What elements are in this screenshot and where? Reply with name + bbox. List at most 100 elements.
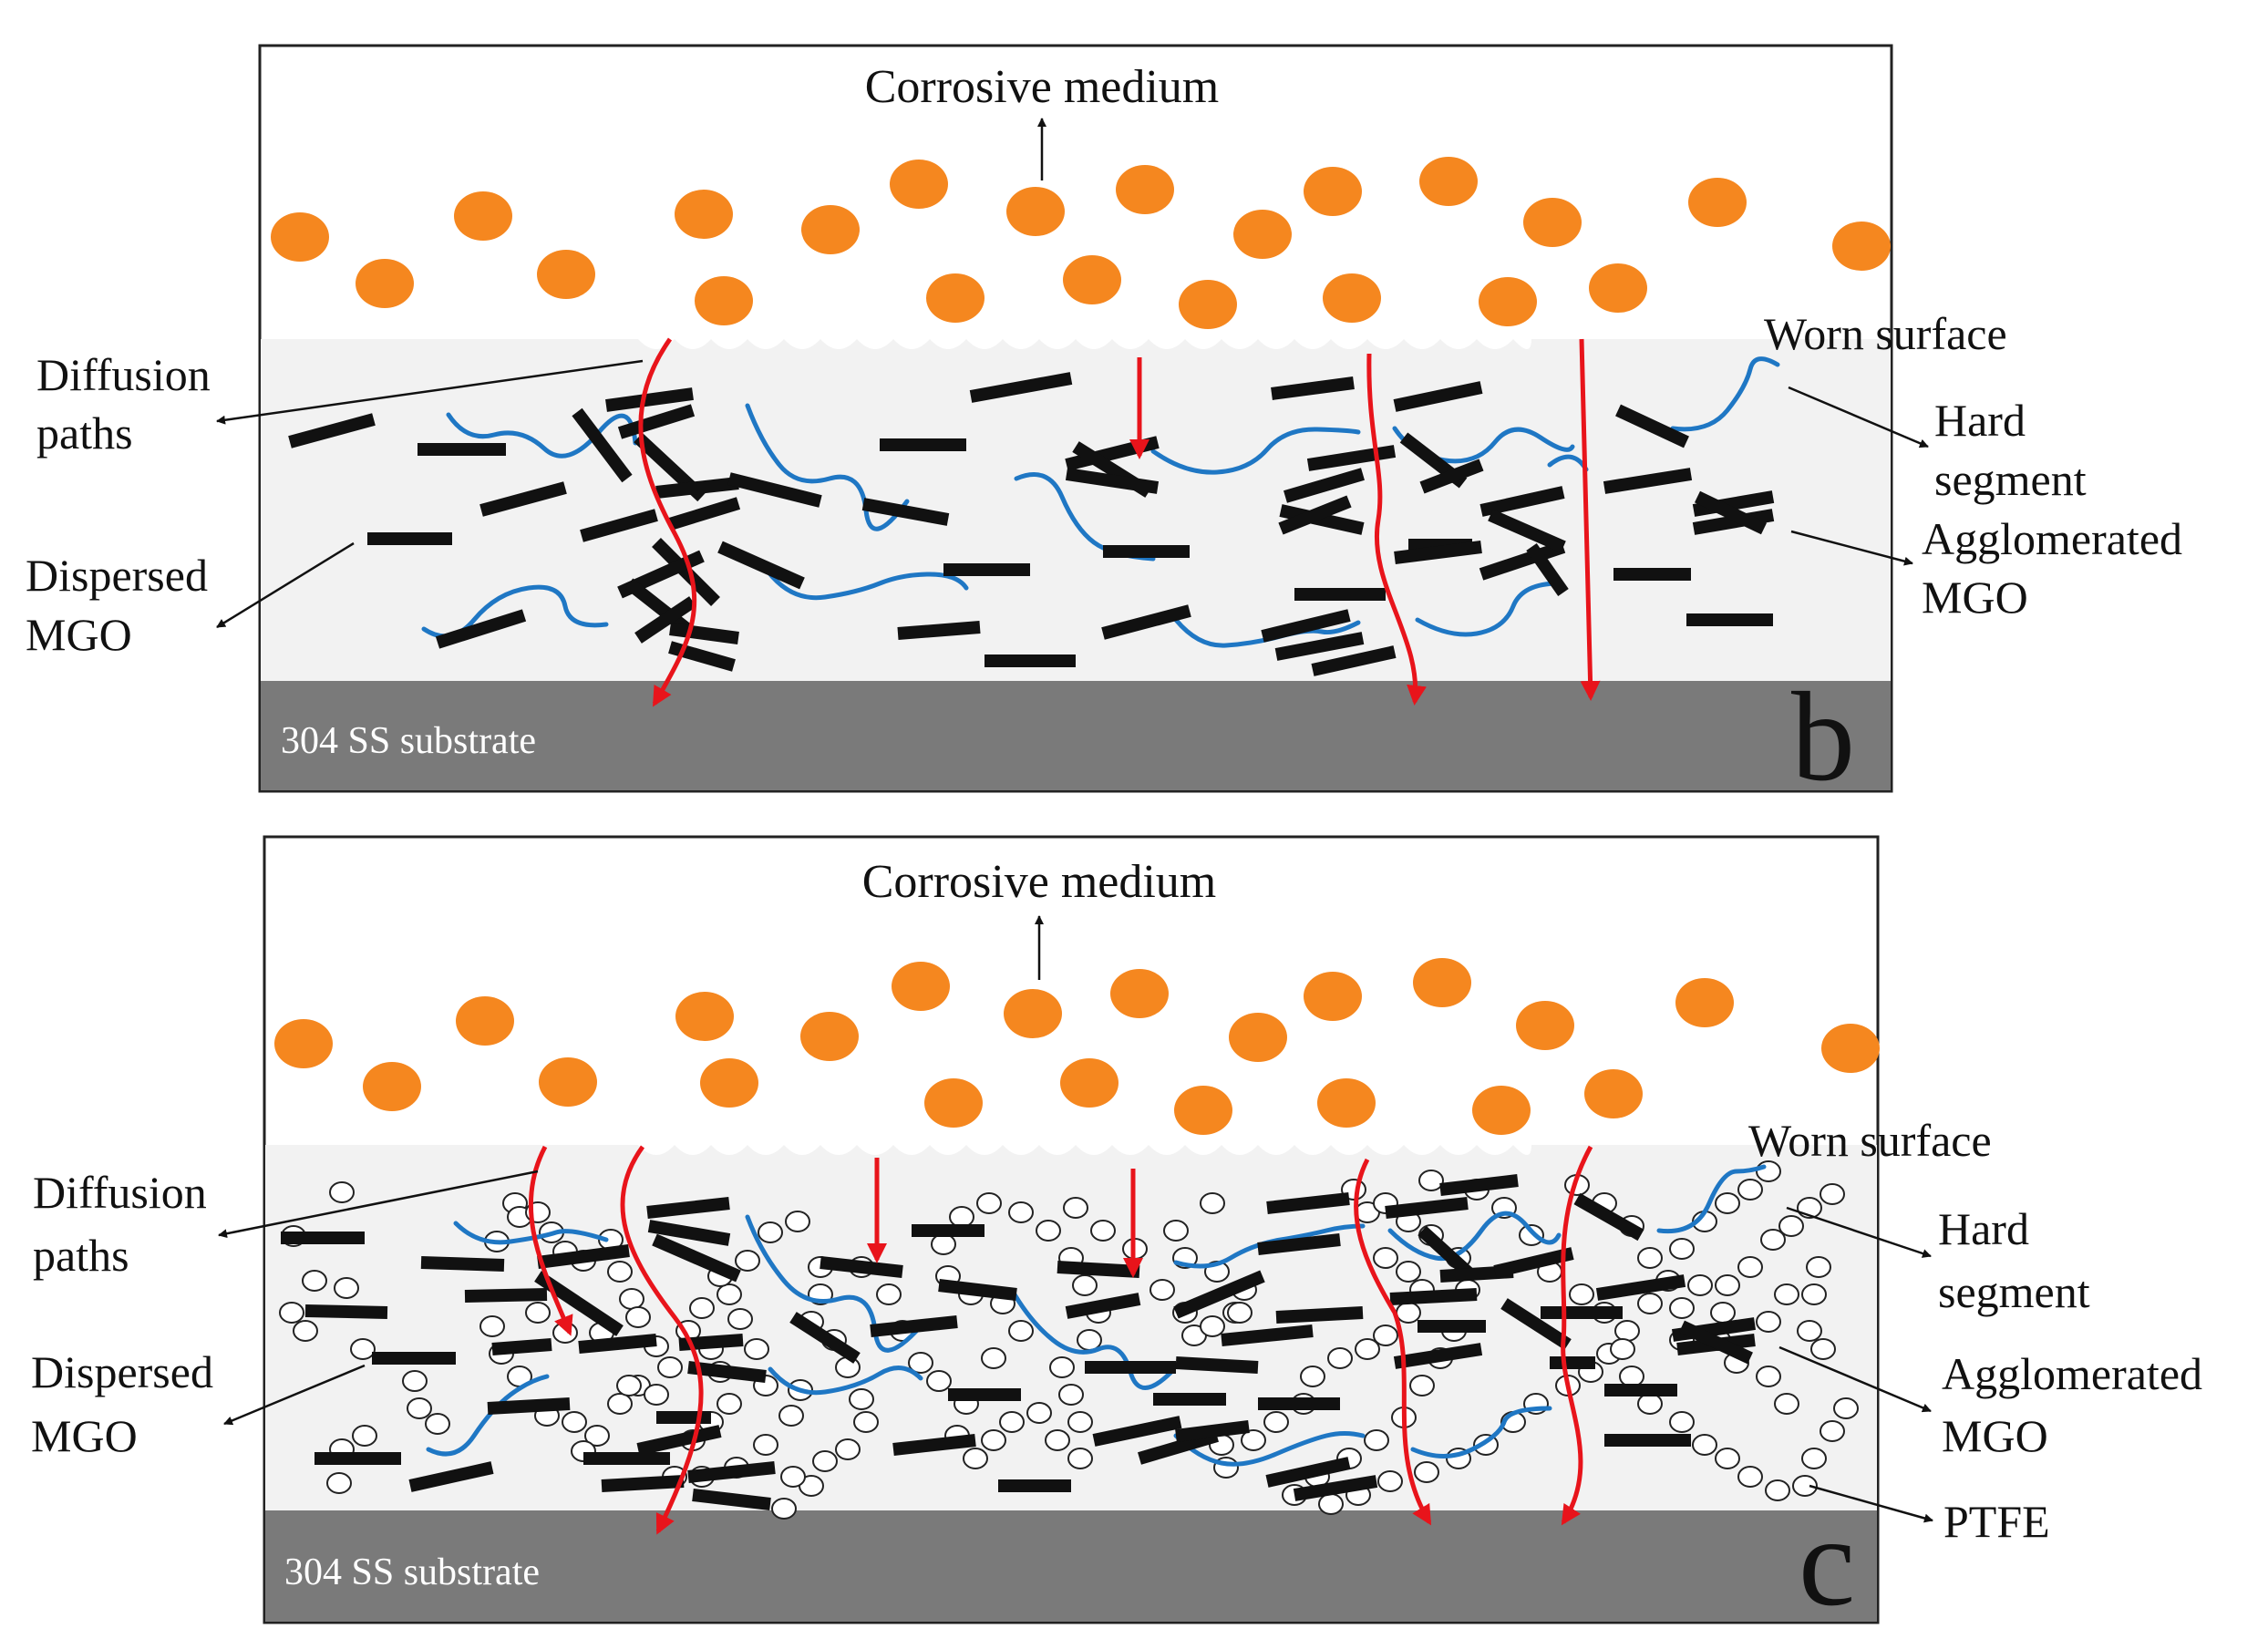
ptfe-particle	[1263, 1411, 1289, 1433]
panel-c-dispersed-pointer	[223, 1364, 366, 1426]
diffusion-path	[1354, 1158, 1432, 1526]
mgo-platelet	[1479, 541, 1566, 581]
mgo-platelet	[1526, 542, 1569, 597]
mgo-platelet	[1278, 495, 1352, 535]
ptfe-particle	[716, 1283, 742, 1305]
mgo-platelet	[408, 1461, 494, 1492]
ptfe-particle	[753, 1434, 778, 1456]
ptfe-particle	[949, 1206, 974, 1228]
corrosive-particle	[1523, 198, 1582, 247]
ptfe-particle	[1067, 1448, 1093, 1469]
panel-b-dispersed-pointer	[216, 541, 355, 629]
corrosive-particle	[892, 962, 950, 1011]
corrosive-particle	[1419, 157, 1478, 206]
ptfe-particle	[1833, 1397, 1859, 1419]
mgo-platelet	[435, 609, 527, 649]
ptfe-particle	[1737, 1179, 1763, 1201]
ptfe-particle	[329, 1181, 355, 1203]
hard-segment	[768, 1366, 923, 1396]
ptfe-particle	[1610, 1338, 1635, 1360]
mgo-platelet	[669, 623, 739, 644]
mgo-platelet	[1311, 645, 1397, 676]
ptfe-particle	[1774, 1393, 1799, 1415]
ptfe-particle	[981, 1347, 1006, 1369]
panel-c-hard-label-2: segment	[1938, 1266, 2090, 1317]
mgo-platelet	[687, 1461, 776, 1483]
ptfe-particle	[1637, 1393, 1663, 1415]
ptfe-particle	[780, 1466, 806, 1488]
ptfe-particle	[1036, 1220, 1061, 1242]
panel-b-corrosive-medium-label: Corrosive medium	[865, 61, 1220, 113]
hard-segment	[1387, 1211, 1562, 1262]
ptfe-particle	[1318, 1493, 1344, 1515]
corrosive-particle	[1060, 1058, 1119, 1108]
hard-segment	[446, 412, 638, 459]
mgo-platelet	[727, 472, 822, 508]
mgo-platelet	[491, 1338, 552, 1355]
ptfe-particle	[1801, 1448, 1827, 1469]
mgo-platelet	[870, 1315, 958, 1337]
ptfe-particle	[1778, 1215, 1804, 1237]
ptfe-particle	[293, 1320, 318, 1342]
mgo-platelet	[1306, 445, 1397, 471]
panel-c-agglomerated-pointer	[1778, 1345, 1932, 1413]
mgo-platelet	[617, 404, 696, 439]
ptfe-particle	[625, 1306, 651, 1328]
diffusion-path	[1561, 1145, 1593, 1526]
diffusion-path	[638, 337, 697, 707]
mgo-platelet	[304, 1304, 388, 1319]
ptfe-particle	[1774, 1283, 1799, 1305]
mgo-platelet	[537, 1244, 630, 1269]
diffusion-path	[1366, 353, 1427, 706]
ptfe-particle	[1765, 1479, 1790, 1501]
ptfe-particle	[657, 1356, 683, 1378]
panel-b-agglomerated-label-1: Agglomerated	[1922, 513, 2182, 564]
corrosive-particle	[695, 276, 753, 325]
ptfe-particle	[1409, 1375, 1435, 1396]
ptfe-particle	[1072, 1274, 1098, 1296]
panel-c-letter: c	[1799, 1491, 1855, 1633]
hard-segment	[1009, 1287, 1174, 1390]
mgo-platelet	[1479, 486, 1565, 517]
corrosive-particle	[1675, 978, 1734, 1027]
ptfe-particle	[785, 1211, 810, 1232]
panel-b-dispersed-label-1: Dispersed	[26, 550, 208, 601]
mgo-platelet	[580, 509, 658, 542]
ptfe-particle	[778, 1405, 804, 1427]
mgo-platelet	[969, 372, 1073, 403]
hard-segment	[1410, 1406, 1552, 1458]
ptfe-particle	[1806, 1256, 1831, 1278]
mgo-platelet	[655, 477, 739, 499]
corrosive-particle	[1116, 165, 1174, 214]
ptfe-particle	[1396, 1261, 1421, 1283]
corrosive-particle	[1832, 222, 1891, 271]
panel-c-hard-segments	[426, 1164, 1767, 1467]
mgo-platelet	[1065, 1293, 1141, 1319]
panel-c-substrate	[265, 1510, 1877, 1622]
ptfe-particle	[853, 1411, 879, 1433]
ptfe-particle	[1687, 1274, 1713, 1296]
ptfe-particle	[1669, 1411, 1695, 1433]
panel-b-diffusion-label-2: paths	[36, 407, 133, 459]
mgo-platelet	[420, 1256, 505, 1272]
panel-b-dispersed-label-2: MGO	[26, 609, 132, 660]
hard-segment	[1415, 581, 1562, 637]
corrosive-particle	[675, 190, 733, 239]
corrosive-particle	[1589, 263, 1647, 313]
ptfe-particle	[616, 1375, 642, 1396]
corrosive-particle	[271, 212, 329, 262]
ptfe-particle	[908, 1352, 933, 1374]
mgo-platelet	[578, 1334, 657, 1354]
panel-b: Corrosive medium Worn surface Diffusion …	[26, 44, 2182, 808]
ptfe-particle	[835, 1356, 861, 1378]
hard-segment	[768, 572, 969, 601]
corrosive-particle	[456, 996, 514, 1046]
ptfe-particle	[976, 1192, 1002, 1214]
ptfe-particle	[744, 1338, 769, 1360]
ptfe-particle	[1810, 1338, 1836, 1360]
ptfe-particle	[1373, 1324, 1398, 1346]
panel-b-hard-label-2: segment	[1934, 454, 2087, 505]
ptfe-particle	[1414, 1461, 1439, 1483]
ptfe-particle	[1026, 1402, 1052, 1424]
hard-segment	[745, 403, 910, 531]
